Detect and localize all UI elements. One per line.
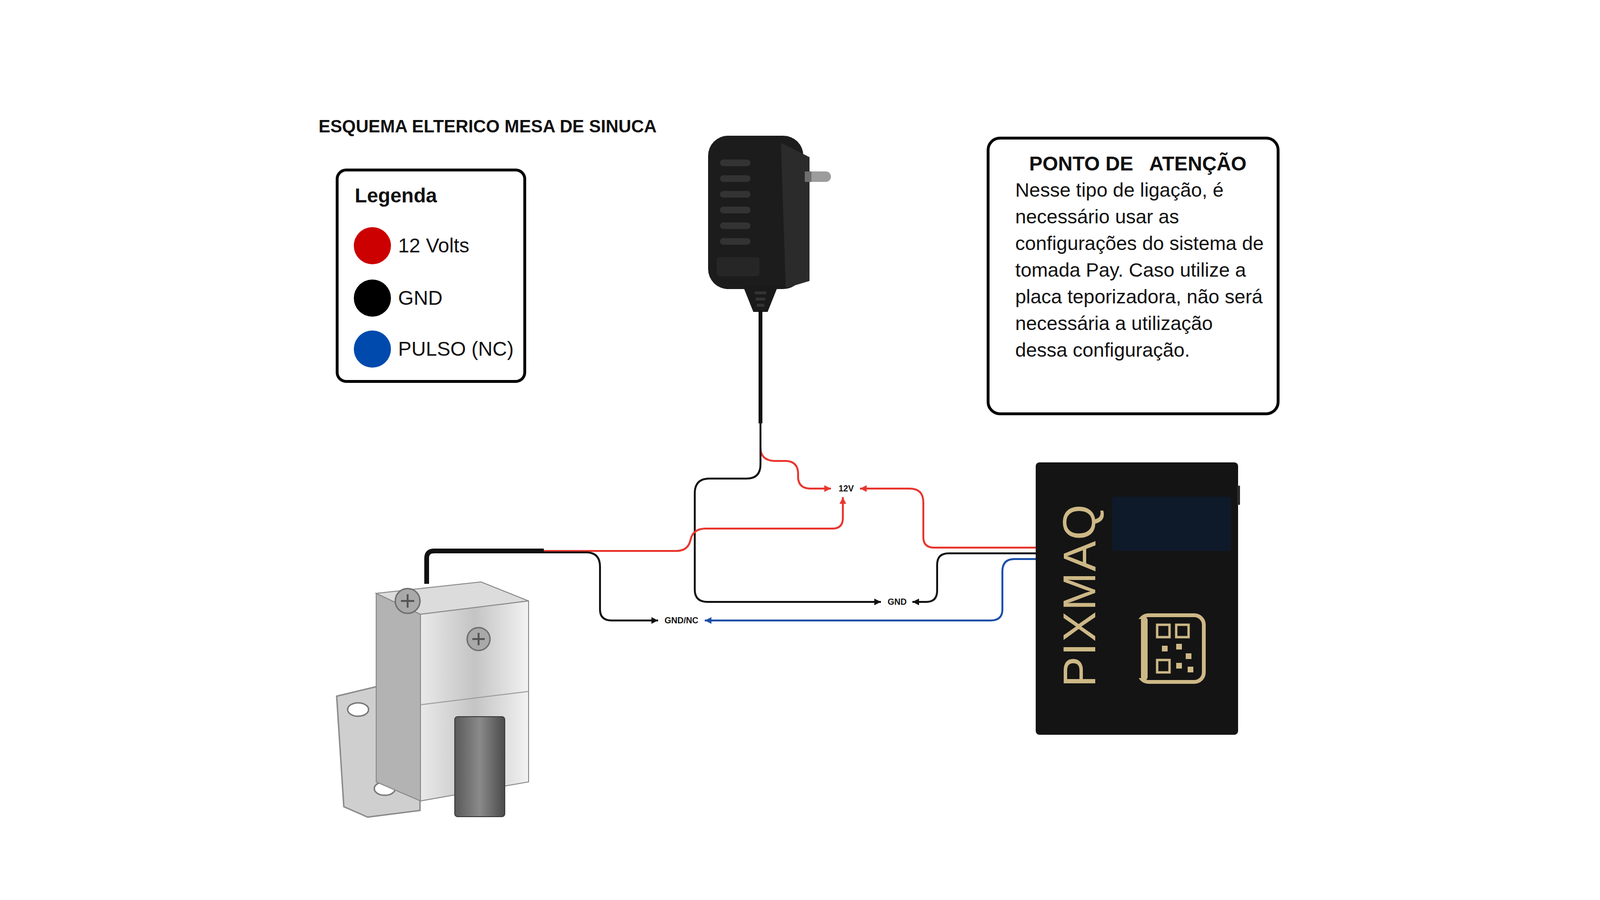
wire-pulse [704, 559, 1036, 621]
plug-pin [804, 171, 831, 182]
screw-slot [400, 594, 415, 608]
adapter-rib [720, 159, 751, 167]
wire-12v [543, 497, 843, 551]
lock-bolt [454, 716, 505, 817]
adapter-rib [720, 190, 751, 198]
adapter-cable [758, 310, 763, 424]
signal-label: 12V [837, 483, 856, 494]
lock-seam [420, 691, 529, 705]
signal-label: GND/NC [663, 615, 700, 626]
diagram-title: ESQUEMA ELTERICO MESA DE SINUCA [318, 116, 657, 137]
legend-text: GND [398, 285, 443, 311]
signal-label: GND [886, 596, 909, 608]
wire-12v [860, 488, 1036, 548]
adapter-label-area [716, 257, 760, 277]
strain-relief-ridge [756, 303, 765, 307]
wire-gnd [694, 423, 881, 602]
attention-box: PONTO DE ATENÇÃONesse tipo de ligação, é… [986, 136, 1280, 416]
legend-heading: Legenda [354, 183, 438, 208]
qr-dot [1187, 666, 1194, 673]
device-button [1237, 485, 1240, 505]
qr-phone-edge [1140, 617, 1148, 680]
strain-relief-ridge [755, 297, 766, 301]
adapter-rib [720, 222, 751, 230]
qr-dot [1161, 645, 1168, 652]
device-body [1035, 462, 1239, 735]
legend-swatch [353, 279, 391, 317]
legend-box: Legenda 12 VoltsGND PULSO (NC) [335, 168, 527, 383]
plug-pin-base [804, 171, 812, 182]
lock-cable [426, 550, 544, 584]
legend-swatch [353, 227, 391, 265]
adapter-rib [720, 175, 751, 182]
screw [467, 627, 490, 651]
device-box: PIXMAQ [1043, 485, 1116, 705]
mount-hole [347, 702, 369, 717]
adapter-rib [720, 238, 751, 245]
strain-relief [742, 285, 779, 312]
lock-side [376, 593, 421, 801]
adapter-rib [720, 206, 751, 214]
legend-swatch [353, 330, 391, 368]
adapter-side [780, 142, 810, 289]
qr-square [1176, 624, 1189, 638]
qr-dot [1176, 643, 1182, 650]
device-screen [1112, 496, 1231, 551]
wire-gnd-nc [543, 552, 659, 621]
qr-square [1157, 660, 1170, 673]
qr-dot [1185, 653, 1192, 660]
legend-text: 12 Volts [398, 233, 470, 259]
qr-square [1157, 624, 1170, 638]
screw-slot [472, 632, 485, 646]
wire-gnd [912, 553, 1036, 602]
attention-body: Nesse tipo de ligação, é necessário usar… [1015, 176, 1270, 364]
qr-dot [1176, 662, 1182, 669]
device-brand: PIXMAQ [1055, 503, 1104, 687]
wire-12v [760, 423, 831, 489]
strain-relief-ridge [754, 291, 767, 295]
attention-heading: PONTO DE ATENÇÃO [1015, 150, 1270, 177]
legend-text: PULSO (NC) [398, 336, 514, 362]
screw [395, 588, 420, 614]
